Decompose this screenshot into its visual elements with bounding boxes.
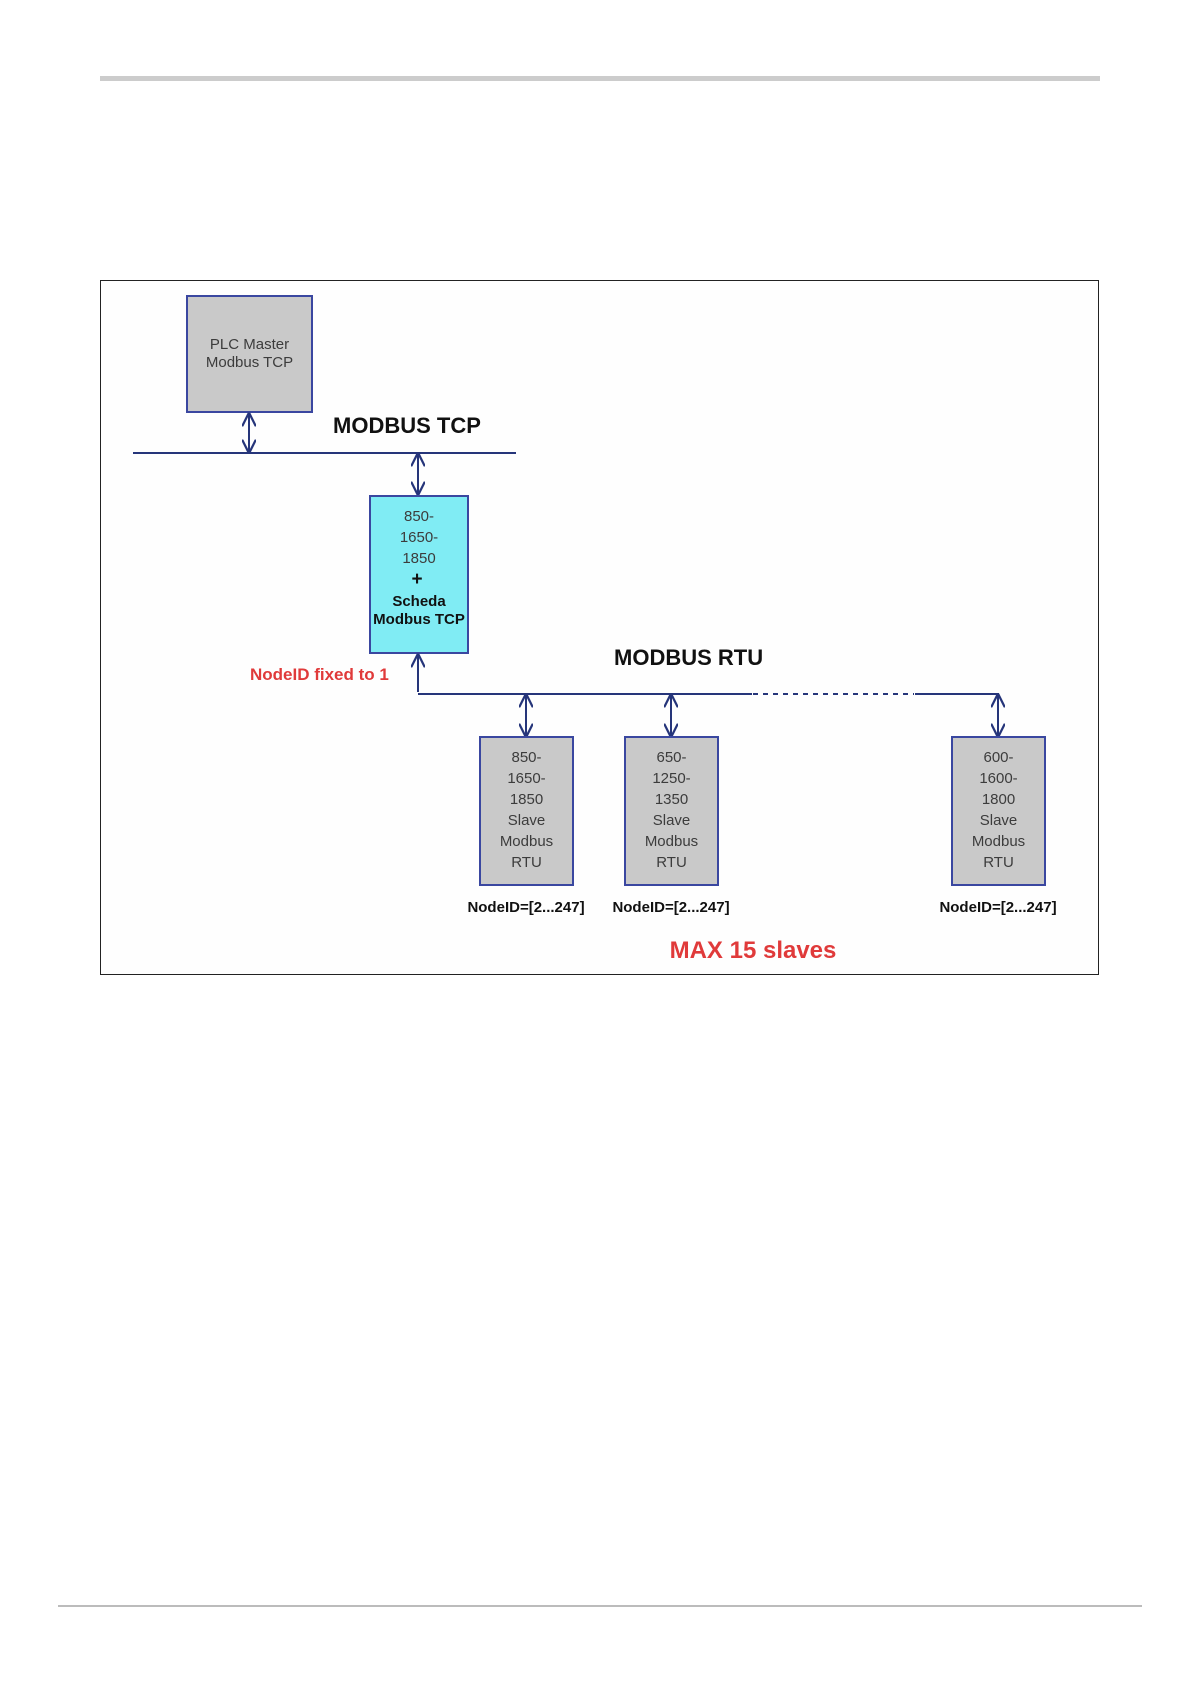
- slave-2-line-6: RTU: [656, 854, 687, 871]
- footer-rule: [58, 1605, 1142, 1607]
- slave-2-line-1: 650-: [656, 749, 686, 766]
- gateway-line-2: 1650-: [400, 529, 438, 546]
- plc-master-node: PLC Master Modbus TCP: [187, 296, 312, 412]
- slave-1-line-6: RTU: [511, 854, 542, 871]
- slave-3-line-4: Slave: [980, 812, 1018, 829]
- slave-3-line-1: 600-: [983, 749, 1013, 766]
- slave-3-line-6: RTU: [983, 854, 1014, 871]
- plc-master-line-1: PLC Master: [210, 336, 289, 353]
- slave-1-line-5: Modbus: [500, 833, 553, 850]
- slave-3-line-2: 1600-: [979, 770, 1017, 787]
- slave-3-nodeid: NodeID=[2...247]: [939, 899, 1056, 916]
- slave-1-line-1: 850-: [511, 749, 541, 766]
- gateway-bold-line-1: Scheda: [392, 593, 446, 610]
- slave-node: 650- 1250- 1350 Slave Modbus RTU: [625, 737, 718, 885]
- slave-2-line-3: 1350: [655, 791, 688, 808]
- slave-1-nodeid: NodeID=[2...247]: [467, 899, 584, 916]
- slave-2-line-5: Modbus: [645, 833, 698, 850]
- slave-node: 850- 1650- 1850 Slave Modbus RTU: [480, 737, 573, 885]
- network-diagram: PLC Master Modbus TCP MODBUS TCP 850- 16…: [100, 280, 1099, 975]
- slave-1-line-2: 1650-: [507, 770, 545, 787]
- slave-2-line-2: 1250-: [652, 770, 690, 787]
- slave-3-line-3: 1800: [982, 791, 1015, 808]
- nodeid-fixed-label: NodeID fixed to 1: [250, 665, 389, 684]
- slave-2-nodeid: NodeID=[2...247]: [612, 899, 729, 916]
- slave-2-line-4: Slave: [653, 812, 691, 829]
- modbus-rtu-label: MODBUS RTU: [614, 645, 763, 670]
- gateway-line-3: 1850: [402, 550, 435, 567]
- diagram-canvas: PLC Master Modbus TCP MODBUS TCP 850- 16…: [101, 281, 1098, 974]
- plc-master-line-2: Modbus TCP: [206, 354, 293, 371]
- header-rule: [100, 76, 1100, 81]
- max-slaves-label: MAX 15 slaves: [670, 937, 837, 964]
- gateway-node: 850- 1650- 1850 + Scheda Modbus TCP: [370, 496, 468, 653]
- slave-node: 600- 1600- 1800 Slave Modbus RTU: [952, 737, 1045, 885]
- gateway-line-1: 850-: [404, 508, 434, 525]
- slave-3-line-5: Modbus: [972, 833, 1025, 850]
- gateway-bold-line-2: Modbus TCP: [373, 611, 465, 628]
- slave-1-line-3: 1850: [510, 791, 543, 808]
- gateway-plus: +: [411, 569, 422, 590]
- slave-1-line-4: Slave: [508, 812, 546, 829]
- modbus-tcp-label: MODBUS TCP: [333, 413, 481, 438]
